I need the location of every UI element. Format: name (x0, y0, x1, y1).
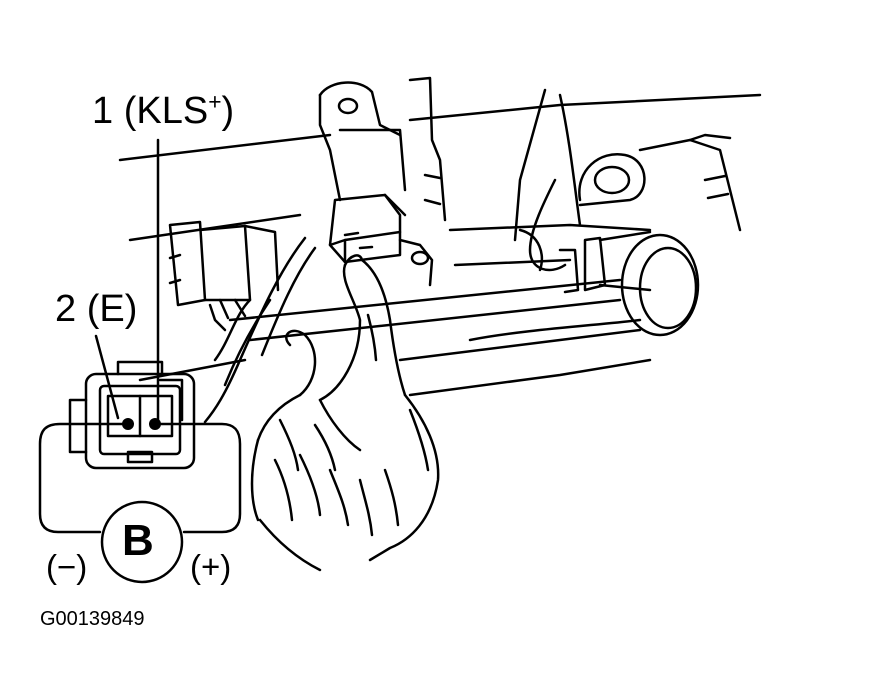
leader-lines (94, 138, 160, 422)
battery-meter-circle (100, 500, 184, 584)
label-terminal-1-name: (KLS+) (124, 90, 234, 132)
label-terminal-2: 2 (E) (55, 288, 138, 330)
steering-column (118, 93, 762, 397)
label-terminal-1-number: 1 (92, 90, 114, 132)
tester-circuit (38, 422, 242, 534)
terminal-e-dot (122, 418, 134, 430)
terminal-kls-dot (149, 418, 161, 430)
relay (328, 193, 434, 287)
ignition-cylinder (518, 228, 700, 337)
right-bracket (513, 88, 742, 242)
label-terminal-1: 1 (KLS+) (92, 90, 234, 133)
left-harness-connector (168, 220, 280, 332)
meter-label: B (122, 516, 154, 565)
label-terminal-1-plus: + (208, 88, 222, 115)
label-terminal-1-text: (KLS (123, 90, 209, 132)
wires (203, 178, 567, 424)
figure-id: G00139849 (40, 608, 145, 630)
label-negative: (−) (46, 548, 88, 585)
upper-bracket (318, 76, 447, 222)
connector-face (68, 360, 196, 470)
hand (250, 254, 440, 572)
label-positive: (+) (190, 548, 232, 585)
label-terminal-1-close: ) (221, 90, 235, 132)
